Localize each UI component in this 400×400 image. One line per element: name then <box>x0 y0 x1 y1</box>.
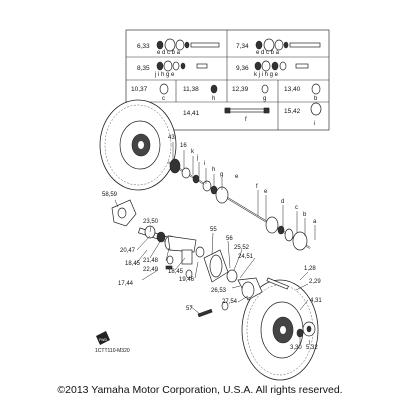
callout-18a: 18,45 <box>125 261 141 267</box>
ref-cell: 15,42 i <box>284 102 322 127</box>
callout-23: 23,50 <box>143 219 159 225</box>
callout-i: i <box>204 161 205 167</box>
callout-25: 25,52 <box>234 245 250 251</box>
ref-letters: e d c b a <box>256 50 280 56</box>
callout-20: 20,47 <box>120 248 136 254</box>
ref-code: 6,33 <box>137 43 150 50</box>
callout-27: 27,54 <box>222 299 238 305</box>
ref-cell: 10,37 c <box>131 83 169 102</box>
ref-letters: c <box>162 96 165 102</box>
callout-57: 57 <box>186 306 193 312</box>
drive-shaft-assembly <box>167 158 311 251</box>
bolt <box>197 308 213 318</box>
callout-26: 26,53 <box>211 288 227 294</box>
ref-letters: k j i h g e <box>254 72 279 78</box>
ref-cell: 11,38 h <box>183 84 218 102</box>
callout-18b: 18,45 <box>168 269 184 275</box>
callout-j: j <box>196 155 198 161</box>
axle-shaft-icon <box>224 107 270 114</box>
knuckle-stem <box>181 249 193 265</box>
callout-43: 43 <box>168 135 175 141</box>
wheel-lower-right <box>241 279 319 381</box>
fwd-label: FWD <box>99 338 107 342</box>
lug-nut <box>296 328 304 338</box>
callout-24: 24,51 <box>238 254 254 260</box>
ref-code: 14,41 <box>183 110 200 117</box>
callout-22: 22,49 <box>143 267 159 273</box>
callout-f: f <box>256 184 258 190</box>
cv-boot-icon <box>156 38 220 52</box>
callout-c: c <box>295 205 298 211</box>
wheel-callouts: 1,28 2,29 4,31 3,30 5,32 <box>290 266 322 351</box>
callout-g: g <box>220 172 223 178</box>
callout-b: b <box>303 212 307 218</box>
ref-cell: 7,34 e d c b a <box>236 38 321 56</box>
ref-letters: j i h g e <box>154 72 175 78</box>
ref-code: 12,39 <box>232 86 249 93</box>
callout-d: d <box>281 199 284 205</box>
callout-17: 17,44 <box>118 281 134 287</box>
ref-cell: 13,40 b <box>284 83 321 102</box>
ref-letters: h <box>212 96 215 102</box>
ref-letters: i <box>314 121 315 127</box>
callout-1: 1,28 <box>304 266 316 272</box>
callout-19: 19,46 <box>179 277 195 283</box>
inner-joint <box>169 158 181 174</box>
ref-letters: b <box>314 96 318 102</box>
ref-code: 11,38 <box>183 86 199 93</box>
callout-2: 2,29 <box>309 279 321 285</box>
ref-cell: 12,39 g <box>232 84 269 102</box>
ref-letters: f <box>245 117 247 123</box>
callout-a: a <box>313 219 317 225</box>
cv-boot-icon <box>255 38 321 52</box>
ring-icon <box>261 84 269 94</box>
wheel-upper-left <box>99 99 177 191</box>
callout-k: k <box>191 149 195 155</box>
ref-letters: e d c b a <box>157 50 181 56</box>
forward-direction-icon: FWD <box>96 331 110 345</box>
outer-joint <box>292 231 308 251</box>
knuckle <box>167 235 197 253</box>
copyright-notice: ©2013 Yamaha Motor Corporation, U.S.A. A… <box>57 384 343 396</box>
callout-e-top: e <box>235 174 239 180</box>
callout-21: 21,48 <box>143 258 159 264</box>
ref-cell: 6,33 e d c b a <box>137 38 220 56</box>
ref-cell: 9,36 k j i h g e <box>236 60 309 78</box>
ref-code: 9,36 <box>236 65 249 72</box>
cv-boot-icon <box>156 60 208 72</box>
knuckle-callouts: 58,59 23,50 20,47 21,48 18,45 22,49 18,4… <box>102 192 256 315</box>
knuckle-assembly <box>111 199 289 318</box>
shaft-callouts: 43 16 k j i h g e f e d c b a <box>168 135 317 240</box>
ref-code: 15,42 <box>284 108 301 115</box>
cv-boot-outer <box>265 216 279 234</box>
callout-55: 55 <box>210 227 217 233</box>
ref-code: 10,37 <box>131 86 148 93</box>
ref-code: 7,34 <box>236 43 249 50</box>
ref-code: 13,40 <box>284 86 301 93</box>
ref-cell: 14,41 f <box>183 107 270 123</box>
callout-16: 16 <box>180 143 187 149</box>
clamp-icon <box>311 83 321 95</box>
callout-56: 56 <box>226 236 233 242</box>
callout-h: h <box>212 167 215 173</box>
callout-4: 4,31 <box>310 298 322 304</box>
ring-icon <box>210 84 218 94</box>
cv-boot-icon <box>254 60 309 72</box>
ref-code: 8,35 <box>137 65 150 72</box>
ref-letters: g <box>263 96 266 102</box>
diagram-code: 1CTT110-M320 <box>95 348 130 354</box>
ref-cell: 8,35 j i h g e <box>137 60 208 78</box>
callout-e-mid: e <box>264 189 268 195</box>
callout-5: 5,32 <box>306 345 318 351</box>
parts-diagram: 6,33 e d c b a 7,34 e d c b a <box>95 29 330 381</box>
ring-icon <box>159 83 169 95</box>
callout-3: 3,30 <box>290 345 302 351</box>
circlip-icon <box>310 102 322 116</box>
callout-58: 58,59 <box>102 192 118 198</box>
